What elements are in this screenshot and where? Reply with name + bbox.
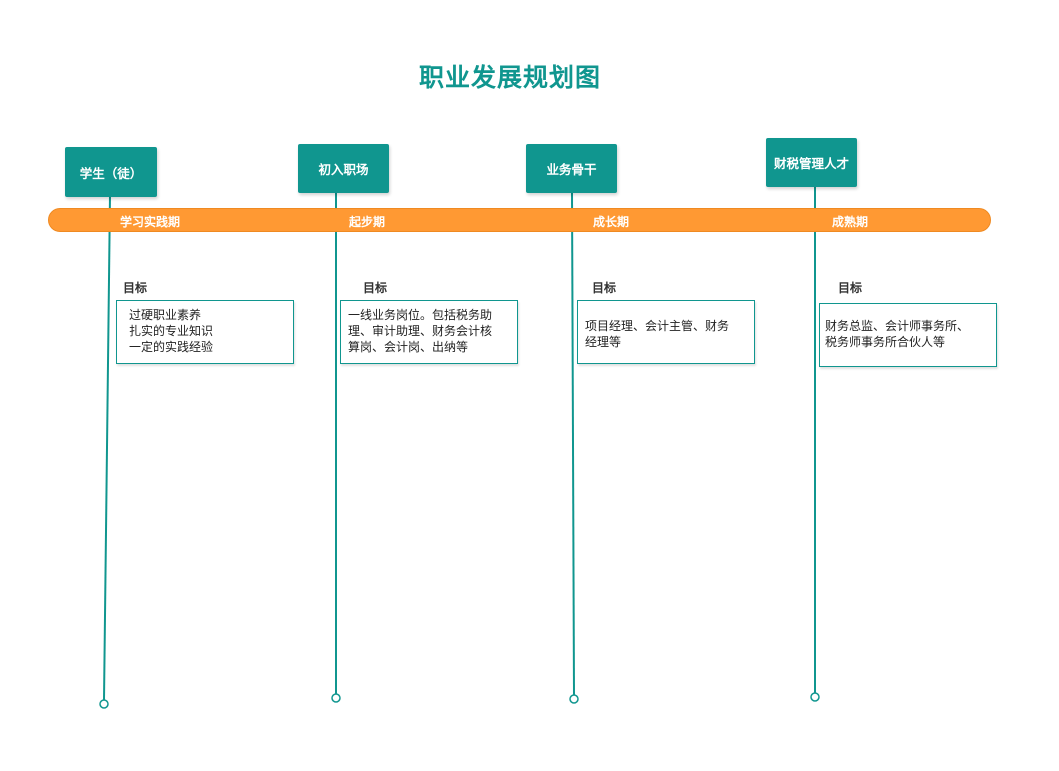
goal-4-line-1: 财务总监、会计师事务所、	[825, 319, 970, 333]
goal-box-1: 过硬职业素养 扎实的专业知识 一定的实践经验	[116, 300, 294, 364]
goal-3-line-1: 项目经理、会计主管、财务	[585, 319, 730, 333]
goal-1-line-1: 过硬职业素养	[129, 308, 202, 322]
goal-1-line-2: 扎实的专业知识	[129, 324, 214, 338]
phase-label-2: 起步期	[349, 215, 386, 229]
goal-2-line-3: 算岗、会计岗、出纳等	[348, 340, 469, 354]
stage-1-end-circle	[99, 699, 109, 709]
stage-1-box[interactable]: 学生（徒）	[65, 147, 157, 197]
goal-1-line-3: 一定的实践经验	[129, 340, 214, 354]
goal-box-4: 财务总监、会计师事务所、 税务师事务所合伙人等	[819, 303, 997, 367]
stage-1-label: 学生（徒）	[79, 165, 143, 181]
phase-band	[48, 208, 991, 232]
goal-2-line-2: 理、审计助理、财务会计核	[348, 324, 493, 338]
goal-title-2: 目标	[363, 281, 388, 295]
stage-2-label: 初入职场	[318, 162, 369, 177]
phase-label-3: 成长期	[593, 215, 630, 229]
stage-4-box[interactable]: 财税管理人才	[766, 138, 857, 187]
goal-3-line-2: 经理等	[585, 335, 622, 349]
goal-title-1: 目标	[123, 281, 148, 295]
phase-label-4: 成熟期	[832, 215, 869, 229]
stage-2-box[interactable]: 初入职场	[298, 144, 389, 193]
stage-3-box[interactable]: 业务骨干	[526, 144, 617, 193]
stage-3-label: 业务骨干	[546, 162, 597, 177]
phase-label-1: 学习实践期	[120, 215, 181, 229]
stage-2-end-circle	[331, 693, 341, 703]
page-title: 职业发展规划图	[418, 63, 601, 92]
stage-3-connector-line	[571, 192, 575, 696]
goal-title-3: 目标	[592, 281, 617, 295]
goal-2-line-1: 一线业务岗位。包括税务助	[348, 308, 493, 322]
stage-4-label: 财税管理人才	[773, 156, 849, 171]
goal-4-line-2: 税务师事务所合伙人等	[825, 335, 946, 349]
stage-4-end-circle	[810, 692, 820, 702]
goal-box-2: 一线业务岗位。包括税务助 理、审计助理、财务会计核 算岗、会计岗、出纳等	[340, 300, 518, 364]
goal-box-3: 项目经理、会计主管、财务 经理等	[577, 300, 755, 364]
stage-1-connector-line	[103, 194, 111, 701]
stage-3-end-circle	[569, 694, 579, 704]
goal-title-4: 目标	[838, 281, 863, 295]
